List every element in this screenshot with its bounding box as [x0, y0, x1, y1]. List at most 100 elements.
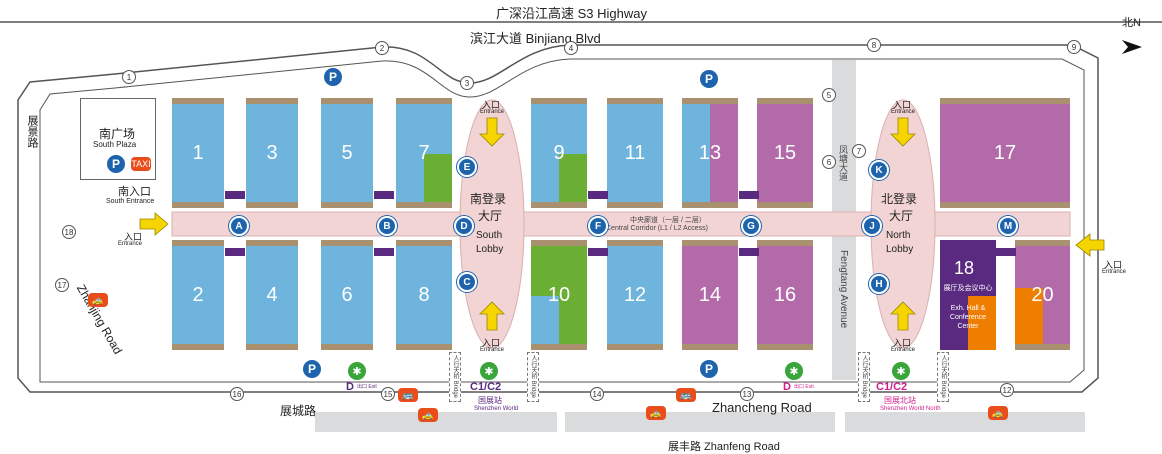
gate-a-icon[interactable]: A: [229, 216, 249, 236]
marker-7: 7: [852, 144, 866, 158]
hall-13[interactable]: 13: [682, 98, 738, 208]
gate-c-icon[interactable]: C: [457, 272, 477, 292]
hall-20-label: 20: [1031, 283, 1054, 306]
hall-3-label: 3: [266, 141, 278, 164]
south-lobby-entrance-bottom-arrow: [479, 301, 505, 331]
marker-17: 17: [55, 278, 69, 292]
south-lobby-top-entrance-cn: 入口: [482, 100, 501, 110]
hall-5[interactable]: 5: [321, 98, 373, 208]
gate-b-icon[interactable]: B: [377, 216, 397, 236]
hall-12[interactable]: 12: [607, 240, 663, 350]
hall-9-green-zone: [559, 154, 587, 202]
highway-label: 广深沿江高速 S3 Highway: [496, 6, 647, 21]
hall-7-label: 7: [418, 141, 430, 164]
south-lobby-label-cn1: 南登录: [470, 192, 507, 206]
hall-16[interactable]: 16: [757, 240, 813, 350]
hall-11-label: 11: [624, 141, 646, 164]
north-lobby-label-cn2: 大厅: [889, 209, 914, 223]
hall-20[interactable]: 20: [1015, 240, 1070, 350]
road-strip-3: [845, 412, 1085, 432]
hall-14[interactable]: 14: [682, 240, 738, 350]
link-5-7: [374, 191, 394, 199]
hall-1-label: 1: [192, 141, 204, 164]
gate-j-icon[interactable]: J: [862, 216, 882, 236]
metro-exit-d-south: D: [346, 381, 354, 393]
zhanfeng-road-label: 展丰路 Zhanfeng Road: [668, 441, 780, 453]
hall-18-label-en: Exh. Hall & Conference Center: [949, 305, 987, 330]
hall-18[interactable]: 18 展厅及会议中心 Exh. Hall & Conference Center: [940, 240, 996, 350]
parking-icon: P: [324, 68, 342, 86]
north-lobby-bottom-entrance-cn: 入口: [893, 338, 912, 348]
hall-12-label: 12: [623, 283, 647, 306]
hall-11[interactable]: 11: [607, 98, 663, 208]
marker-2: 2: [375, 41, 389, 55]
corridor-label-cn: 中央廊道（一层 / 二层）: [630, 217, 706, 224]
fengtang-avenue-label-cn: 凤塘大道: [838, 145, 848, 181]
north-lobby-entrance-bottom-arrow: [890, 301, 916, 331]
hall-10[interactable]: 10: [531, 240, 587, 350]
south-plaza-label-cn: 南广场: [99, 127, 136, 141]
hall-9-label: 9: [553, 141, 565, 164]
zhanjing-road-label-cn: 展景路: [26, 115, 38, 148]
inner-road: [39, 58, 1085, 383]
hall-20-orange-zone: [1015, 288, 1043, 344]
hall-4[interactable]: 4: [246, 240, 298, 350]
entrance-arrows: [139, 117, 1105, 331]
binjiang-road-label: 滨江大道 Binjiang Blvd: [470, 31, 601, 46]
north-lobby-top-entrance-cn: 入口: [893, 100, 912, 110]
gate-f-icon[interactable]: F: [588, 216, 608, 236]
gate-m-icon[interactable]: M: [998, 216, 1018, 236]
metro-icon: ✱: [785, 362, 803, 380]
metro-station-south-cn: 国展站: [478, 396, 502, 405]
parking-icon: P: [303, 360, 321, 378]
taxi-icon: 🚕: [646, 406, 666, 420]
taxi-icon: 🚕: [988, 406, 1008, 420]
marker-13: 13: [740, 387, 754, 401]
marker-6: 6: [822, 155, 836, 169]
bus-icon: 🚌: [676, 388, 696, 402]
east-entrance-arrow: [1075, 233, 1105, 257]
north-arrow-icon: [1122, 40, 1142, 54]
pedestrian-bridge: 人行天桥 Bridge: [527, 352, 539, 402]
zhancheng-road-label-cn: 展城路: [280, 404, 317, 418]
gate-g-icon[interactable]: G: [741, 216, 761, 236]
road-strip-2: [565, 412, 835, 432]
hall-2-label: 2: [192, 283, 204, 306]
hall-7[interactable]: 7: [396, 98, 452, 208]
zhancheng-road-label-en: Zhancheng Road: [712, 400, 812, 415]
hall-6[interactable]: 6: [321, 240, 373, 350]
hall-15[interactable]: 15: [757, 98, 813, 208]
link-10-12: [588, 248, 608, 256]
hall-14-label: 14: [698, 283, 722, 306]
hall-3[interactable]: 3: [246, 98, 298, 208]
gate-k-icon[interactable]: K: [869, 160, 889, 180]
hall-10-label: 10: [547, 283, 571, 306]
marker-16: 16: [230, 387, 244, 401]
perimeter-road: [17, 44, 1099, 393]
road-strip-1: [315, 412, 557, 432]
hall-13-label: 13: [698, 141, 722, 164]
link-13-15: [739, 191, 759, 199]
hall-18-label-cn: 展厅及会议中心: [943, 285, 993, 292]
pedestrian-bridge: 人行天桥 Bridge: [858, 352, 870, 402]
metro-icon: ✱: [480, 362, 498, 380]
hall-9[interactable]: 9: [531, 98, 587, 208]
hall-17[interactable]: 17: [940, 98, 1070, 208]
gate-h-icon[interactable]: H: [869, 274, 889, 294]
corridor-label-en: Central Corridor (L1 / L2 Access): [606, 225, 708, 232]
pedestrian-bridge: 人行天桥 Bridge: [937, 352, 949, 402]
north-lobby-bottom-entrance-en: Entrance: [891, 347, 916, 353]
link-1-3: [225, 191, 245, 199]
north-lobby-label-en1: North: [886, 230, 911, 241]
hall-8[interactable]: 8: [396, 240, 452, 350]
taxi-icon: 🚕: [88, 293, 108, 307]
marker-8: 8: [867, 38, 881, 52]
gate-d-icon[interactable]: D: [454, 216, 474, 236]
hall-1[interactable]: 1: [172, 98, 224, 208]
taxi-icon: TAXI: [131, 157, 151, 171]
north-lobby-top-entrance-en: Entrance: [891, 109, 916, 115]
gate-e-icon[interactable]: E: [457, 157, 477, 177]
south-plaza-box: 南广场 South Plaza P TAXI: [80, 98, 156, 180]
hall-2[interactable]: 2: [172, 240, 224, 350]
